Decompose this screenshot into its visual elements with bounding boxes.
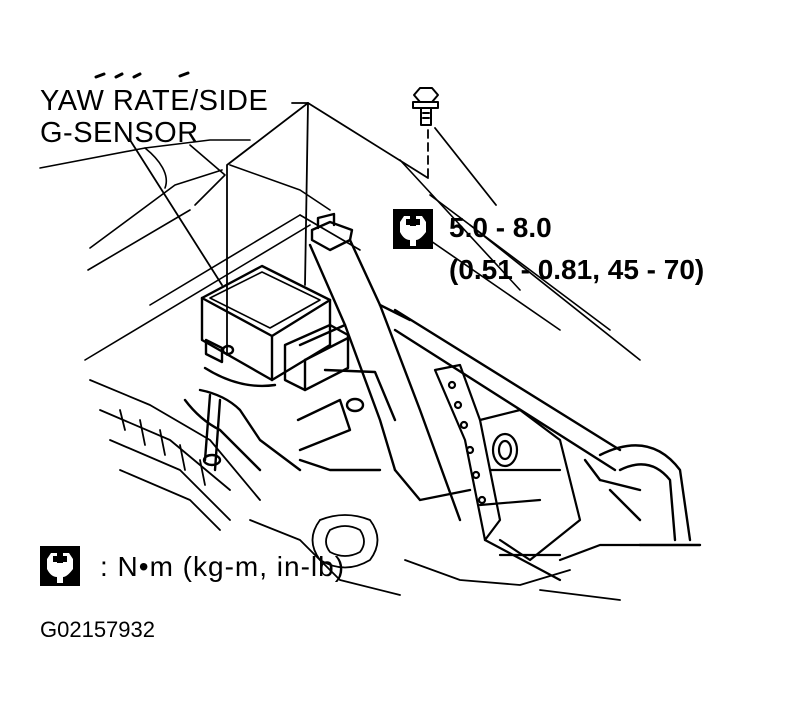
figure-code: G02157932 bbox=[40, 617, 155, 642]
frame-hatching bbox=[89, 379, 621, 601]
body-panel bbox=[39, 139, 641, 361]
sensor-label-line1: YAW RATE/SIDE bbox=[40, 85, 269, 117]
yaw-rate-sensor bbox=[200, 264, 350, 392]
leader-lines bbox=[129, 102, 497, 356]
torque-value-nm: 5.0 - 8.0 bbox=[449, 212, 552, 243]
bolt bbox=[412, 87, 439, 126]
perforated-strut bbox=[433, 363, 502, 542]
torque-wrench-icon bbox=[393, 209, 433, 249]
tubes bbox=[183, 308, 702, 547]
sensor-label-line2: G-SENSOR bbox=[40, 117, 199, 149]
break-marks bbox=[94, 71, 190, 79]
torque-units-legend: : N•m (kg-m, in-lb) bbox=[100, 551, 346, 582]
torque-wrench-icon bbox=[40, 546, 80, 586]
bushing-assembly bbox=[478, 408, 642, 582]
torque-value-alt-units: (0.51 - 0.81, 45 - 70) bbox=[449, 254, 705, 285]
mounting-bracket bbox=[296, 212, 472, 522]
